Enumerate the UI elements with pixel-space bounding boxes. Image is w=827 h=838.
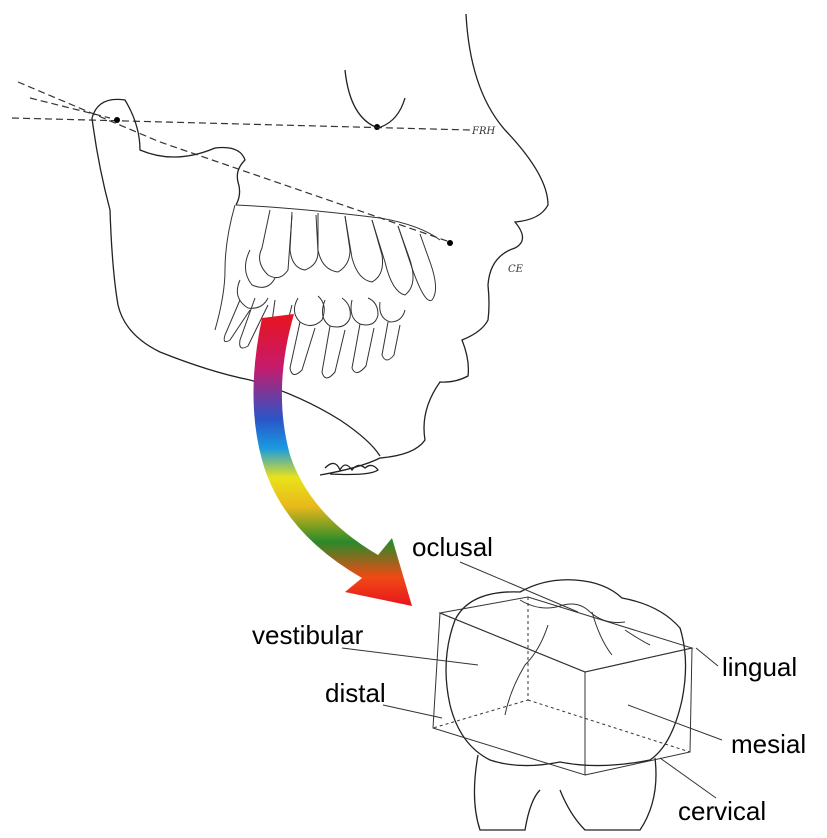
vestibular-leader (342, 648, 478, 665)
upper-teeth (237, 210, 435, 308)
tooth-cusp-lines (505, 600, 650, 715)
reference-line-short (30, 98, 110, 118)
orbit-outline (345, 70, 405, 128)
box-front-face (433, 613, 585, 775)
mandible-inner-outline (215, 205, 235, 330)
upper-jaw-line (236, 205, 440, 240)
box-side-face (585, 648, 692, 775)
mesial-leader (628, 705, 722, 740)
distal-leader (383, 705, 442, 718)
occlusal-reference-line (18, 82, 450, 242)
arrow-body (254, 314, 413, 606)
label-vestibular: vestibular (252, 620, 364, 650)
face-profile-outline (320, 14, 548, 475)
lower-teeth (224, 296, 405, 378)
label-oclusal: oclusal (412, 532, 493, 562)
reference-point-incisor (447, 240, 453, 246)
frankfort-plane-line (12, 118, 470, 130)
cervical-leader (660, 758, 716, 798)
reference-point-porion (114, 117, 120, 123)
label-cervical: cervical (678, 796, 766, 826)
box-hidden-edges (433, 597, 690, 752)
label-mesial: mesial (731, 729, 806, 759)
frankfort-annotation: FRH (471, 126, 495, 137)
label-distal: distal (325, 678, 386, 708)
oclusal-leader (460, 562, 578, 612)
incisor-annotation: CE (508, 264, 524, 275)
tooth-roots (474, 755, 656, 830)
lingual-leader (696, 648, 718, 666)
label-lingual: lingual (722, 652, 797, 682)
molar-orientation-box (433, 580, 692, 830)
tooth-crown (446, 580, 686, 766)
ramus-outline (92, 99, 245, 205)
transition-arrow (254, 314, 413, 606)
